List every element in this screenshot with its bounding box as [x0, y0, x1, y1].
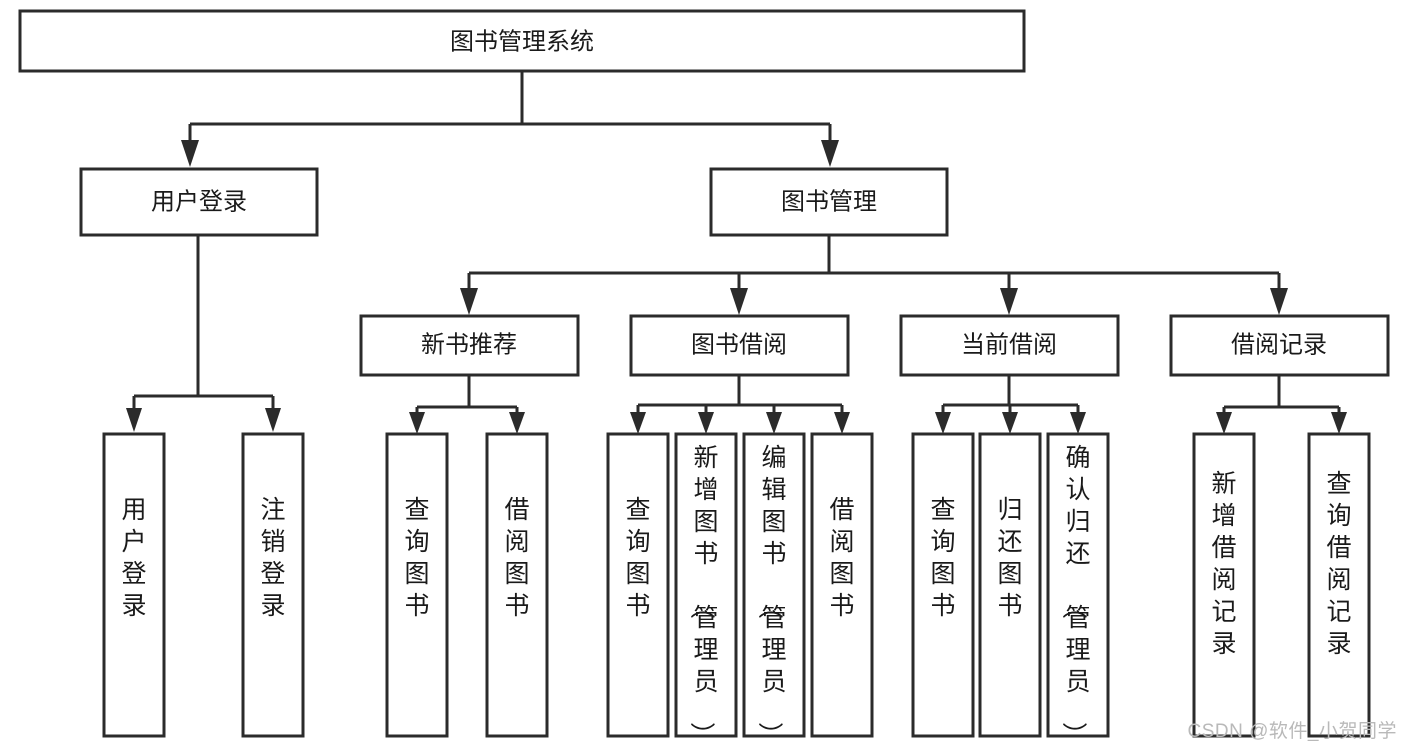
arrow-head-leaf-query-book-1 [409, 412, 425, 434]
node-leaf-query-book-2-label: 查询图书 [625, 496, 650, 620]
node-book-management-label: 图书管理 [781, 188, 877, 215]
arrow-head-leaf-add-book [698, 412, 714, 434]
node-new-book-recommend[interactable]: 新书推荐 [359, 314, 580, 377]
arrow-head-leaf-borrow-book-2 [834, 412, 850, 434]
node-root[interactable]: 图书管理系统 [18, 9, 1026, 73]
node-leaf-add-book-box[interactable] [674, 432, 738, 738]
edge-group-book-borrow-to-leaves [630, 375, 850, 434]
arrow-head-new-book-recommend [460, 288, 478, 315]
node-leaf-add-book-label: 新增图书（管理员） [687, 444, 718, 747]
node-user-login[interactable]: 用户登录 [79, 167, 319, 237]
arrow-head-leaf-return-book [1002, 412, 1018, 434]
node-leaf-query-record-label: 查询借阅记录 [1326, 470, 1351, 658]
arrow-head-leaf-query-record [1331, 412, 1347, 434]
node-leaf-user-logout-box[interactable] [241, 432, 305, 738]
node-new-book-recommend-box[interactable] [359, 314, 580, 377]
arrow-head-borrow-record [1270, 288, 1288, 315]
node-current-borrow-box[interactable] [899, 314, 1120, 377]
node-root-label: 图书管理系统 [450, 28, 594, 55]
node-leaf-confirm-return-label: 确认归还（管理员） [1059, 444, 1090, 747]
node-leaf-borrow-book-2-box[interactable] [810, 432, 874, 738]
node-leaf-user-login-label: 用户登录 [121, 496, 146, 620]
node-leaf-query-book-2-box[interactable] [606, 432, 670, 738]
node-leaf-query-book-1[interactable]: 查询图书 [385, 432, 449, 738]
node-leaf-borrow-book-1[interactable]: 借阅图书 [485, 432, 549, 738]
node-leaf-query-book-3-label: 查询图书 [930, 496, 955, 620]
node-leaf-query-record[interactable]: 查询借阅记录 [1307, 432, 1371, 738]
arrow-head-user-login [181, 140, 199, 167]
arrow-head-leaf-add-record [1216, 412, 1232, 434]
arrow-head-current-borrow [1000, 288, 1018, 315]
node-leaf-confirm-return-box[interactable] [1046, 432, 1110, 738]
node-leaf-edit-book-label: 编辑图书（管理员） [755, 444, 786, 747]
arrow-head-book-borrow [730, 288, 748, 315]
node-leaf-user-login-box[interactable] [102, 432, 166, 738]
node-leaf-borrow-book-2-label: 借阅图书 [829, 496, 854, 620]
node-borrow-record-label: 借阅记录 [1231, 331, 1327, 358]
node-user-login-box[interactable] [79, 167, 319, 237]
node-leaf-query-book-3[interactable]: 查询图书 [911, 432, 975, 738]
node-borrow-record-box[interactable] [1169, 314, 1390, 377]
node-book-borrow-box[interactable] [629, 314, 850, 377]
node-book-management[interactable]: 图书管理 [709, 167, 949, 237]
arrow-head-leaf-query-book-2 [630, 412, 646, 434]
node-leaf-user-login[interactable]: 用户登录 [102, 432, 166, 738]
node-leaf-query-book-2[interactable]: 查询图书 [606, 432, 670, 738]
node-book-management-box[interactable] [709, 167, 949, 237]
edge-group-user-login-to-leaves [126, 235, 281, 432]
node-leaf-borrow-book-1-label: 借阅图书 [504, 496, 529, 620]
node-borrow-record[interactable]: 借阅记录 [1169, 314, 1390, 377]
edge-group-borrow-record-to-leaves [1216, 375, 1347, 434]
arrow-head-leaf-borrow-book-1 [509, 412, 525, 434]
arrow-head-leaf-query-book-3 [935, 412, 951, 434]
edge-group-book-management-to-level2 [460, 235, 1288, 315]
node-leaf-edit-book-box[interactable] [742, 432, 806, 738]
node-leaf-add-record-box[interactable] [1192, 432, 1256, 738]
node-leaf-add-record-label: 新增借阅记录 [1211, 470, 1236, 658]
node-leaf-query-book-3-box[interactable] [911, 432, 975, 738]
node-book-borrow-label: 图书借阅 [691, 331, 787, 358]
node-new-book-recommend-label: 新书推荐 [421, 331, 517, 358]
node-leaf-add-record[interactable]: 新增借阅记录 [1192, 432, 1256, 738]
edge-group-new-book-recommend-to-leaves [409, 375, 525, 434]
node-book-borrow[interactable]: 图书借阅 [629, 314, 850, 377]
node-leaf-return-book-label: 归还图书 [997, 496, 1022, 620]
arrow-head-leaf-confirm-return [1070, 412, 1086, 434]
edge-group-root-to-level1 [181, 71, 839, 167]
node-leaf-query-book-1-label: 查询图书 [404, 496, 429, 620]
node-current-borrow[interactable]: 当前借阅 [899, 314, 1120, 377]
node-user-login-label: 用户登录 [151, 188, 247, 215]
node-current-borrow-label: 当前借阅 [961, 331, 1057, 358]
arrow-head-leaf-edit-book [766, 412, 782, 434]
arrow-head-book-management [821, 140, 839, 167]
node-leaf-return-book-box[interactable] [978, 432, 1042, 738]
node-root-box[interactable] [18, 9, 1026, 73]
node-leaf-borrow-book-1-box[interactable] [485, 432, 549, 738]
arrow-head-leaf-user-login [126, 408, 142, 432]
node-leaf-query-book-1-box[interactable] [385, 432, 449, 738]
node-leaf-return-book[interactable]: 归还图书 [978, 432, 1042, 738]
node-leaf-borrow-book-2[interactable]: 借阅图书 [810, 432, 874, 738]
edge-group-current-borrow-to-leaves [935, 375, 1086, 434]
node-leaf-user-logout[interactable]: 注销登录 [241, 432, 305, 738]
node-leaf-add-book[interactable]: 新增图书（管理员） [674, 432, 738, 747]
node-leaf-confirm-return[interactable]: 确认归还（管理员） [1046, 432, 1110, 747]
arrow-head-leaf-user-logout [265, 408, 281, 432]
node-leaf-user-logout-label: 注销登录 [260, 496, 285, 620]
node-leaf-edit-book[interactable]: 编辑图书（管理员） [742, 432, 806, 747]
node-leaf-query-record-box[interactable] [1307, 432, 1371, 738]
